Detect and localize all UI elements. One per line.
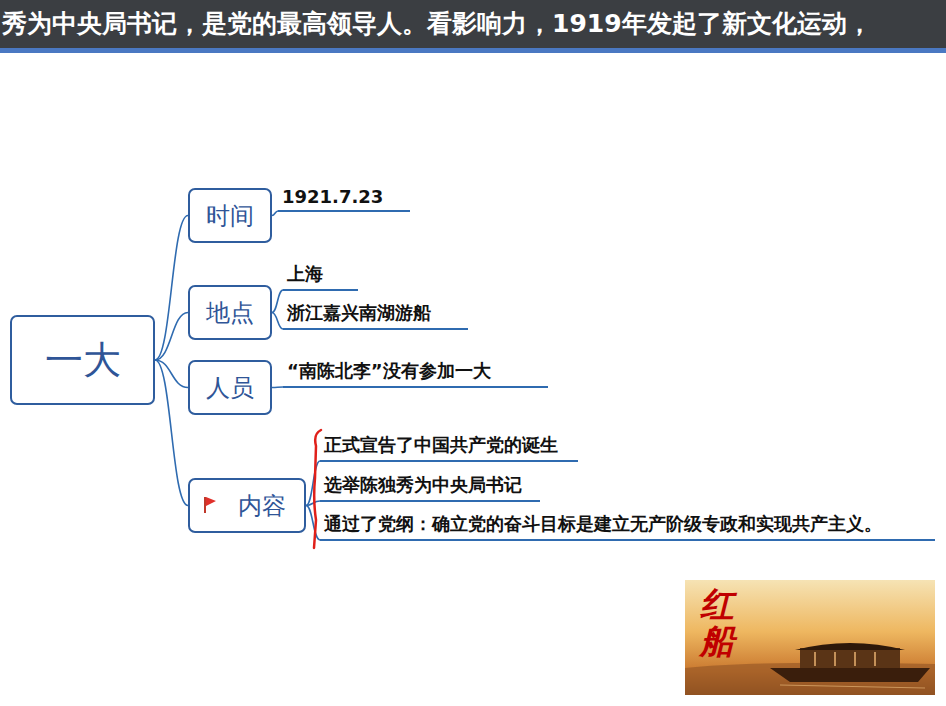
subtopic-line: “南陈北李”没有参加一大 xyxy=(283,359,548,388)
topic-text: 地点 xyxy=(206,297,254,329)
picture-ground xyxy=(685,580,935,695)
boat-windows xyxy=(815,652,875,666)
topic-text: 内容 xyxy=(238,490,286,522)
topic-box: 地点 xyxy=(188,285,272,340)
flag-icon xyxy=(203,496,217,514)
branch-line xyxy=(272,386,283,388)
subtopic-line: 浙江嘉兴南湖游船 xyxy=(283,301,468,330)
water-shine xyxy=(780,685,925,688)
topic-text: 一大 xyxy=(45,335,121,386)
subtopic-text: “南陈北李”没有参加一大 xyxy=(287,360,491,381)
subtopic-line: 正式宣告了中国共产党的诞生 xyxy=(320,433,578,462)
picture-caption: 红船 xyxy=(700,586,734,661)
boat-hull xyxy=(770,668,930,682)
boat-roof xyxy=(795,643,905,650)
subtopic-text: 1921.7.23 xyxy=(282,186,383,207)
subtopic-text: 通过了党纲：确立党的奋斗目标是建立无产阶级专政和实现共产主义。 xyxy=(324,513,882,534)
branch-line xyxy=(306,506,320,541)
title-rule xyxy=(0,48,946,53)
branch-line xyxy=(155,216,188,361)
topic-box: 时间 xyxy=(188,188,272,243)
branch-line xyxy=(272,290,283,313)
topic-box: 人员 xyxy=(188,360,272,415)
topic-text: 人员 xyxy=(206,372,254,404)
red-boat-picture xyxy=(685,580,935,695)
subtitle-bar: 秀为中央局书记，是党的最高领导人。看影响力，1919年发起了新文化运动， xyxy=(0,0,946,48)
subtopic-text: 正式宣告了中国共产党的诞生 xyxy=(324,434,558,455)
subtopic-text: 上海 xyxy=(287,263,323,284)
boat-cabin xyxy=(800,648,900,668)
subtopic-text: 浙江嘉兴南湖游船 xyxy=(287,302,431,323)
subtopic-line: 通过了党纲：确立党的奋斗目标是建立无产阶级专政和实现共产主义。 xyxy=(320,512,935,541)
topic-text: 时间 xyxy=(206,200,254,232)
subtopic-text: 选举陈独秀为中央局书记 xyxy=(324,474,522,495)
branch-line xyxy=(155,313,188,361)
subtopic-line: 选举陈独秀为中央局书记 xyxy=(320,473,540,502)
branch-line xyxy=(306,501,320,506)
subtopic-line: 1921.7.23 xyxy=(278,186,410,212)
branch-line xyxy=(155,360,188,506)
subtopic-line: 上海 xyxy=(283,262,358,291)
topic-box: 一大 xyxy=(10,315,155,405)
branch-line xyxy=(272,313,283,330)
subtitle-text: 秀为中央局书记，是党的最高领导人。看影响力，1919年发起了新文化运动， xyxy=(0,0,946,48)
